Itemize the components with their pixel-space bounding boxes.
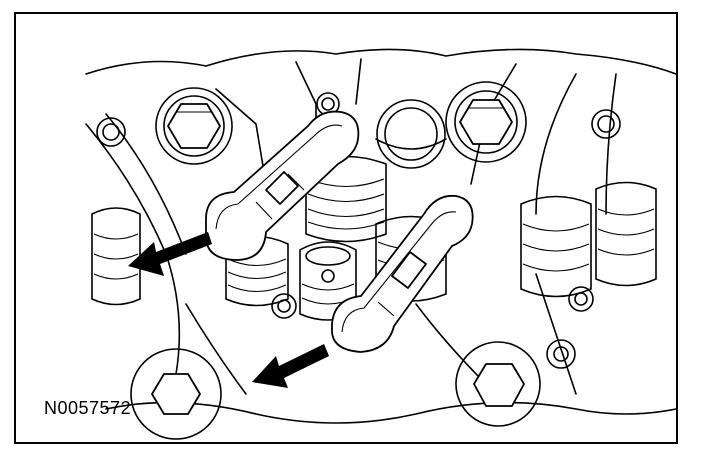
illustration-frame: N0057572 [14,12,678,444]
casting-rib [605,73,617,215]
casting-rib [355,58,362,105]
casting-outline [85,48,676,75]
bore-hole [591,109,621,139]
casting-rib [215,88,267,185]
casting-rib [535,273,577,395]
casting-rib [415,303,487,385]
casting-rib [535,73,577,215]
head-bolt [445,81,527,163]
callout-arrow-left [128,232,212,276]
figure-id-label: N0057572 [44,398,132,418]
bore-hole [271,293,297,319]
bore-hole [96,117,126,147]
callout-arrow-right [252,344,329,388]
valve-spring-compressor-tool-right [331,194,474,353]
valve-spring [520,195,592,298]
casting-outline-lower [105,401,676,424]
valve-spring [91,207,141,306]
head-bolt [155,87,233,165]
valve-spring-compressor-tool-left [205,110,360,261]
head-bolt [130,348,222,440]
bore-hole [568,286,594,312]
valve-spring [375,99,447,169]
casting-rib [185,303,247,395]
head-bolt [455,341,541,427]
valve-spring [595,181,657,287]
cylinder-head-illustration [85,48,676,440]
bore-hole [546,339,576,369]
